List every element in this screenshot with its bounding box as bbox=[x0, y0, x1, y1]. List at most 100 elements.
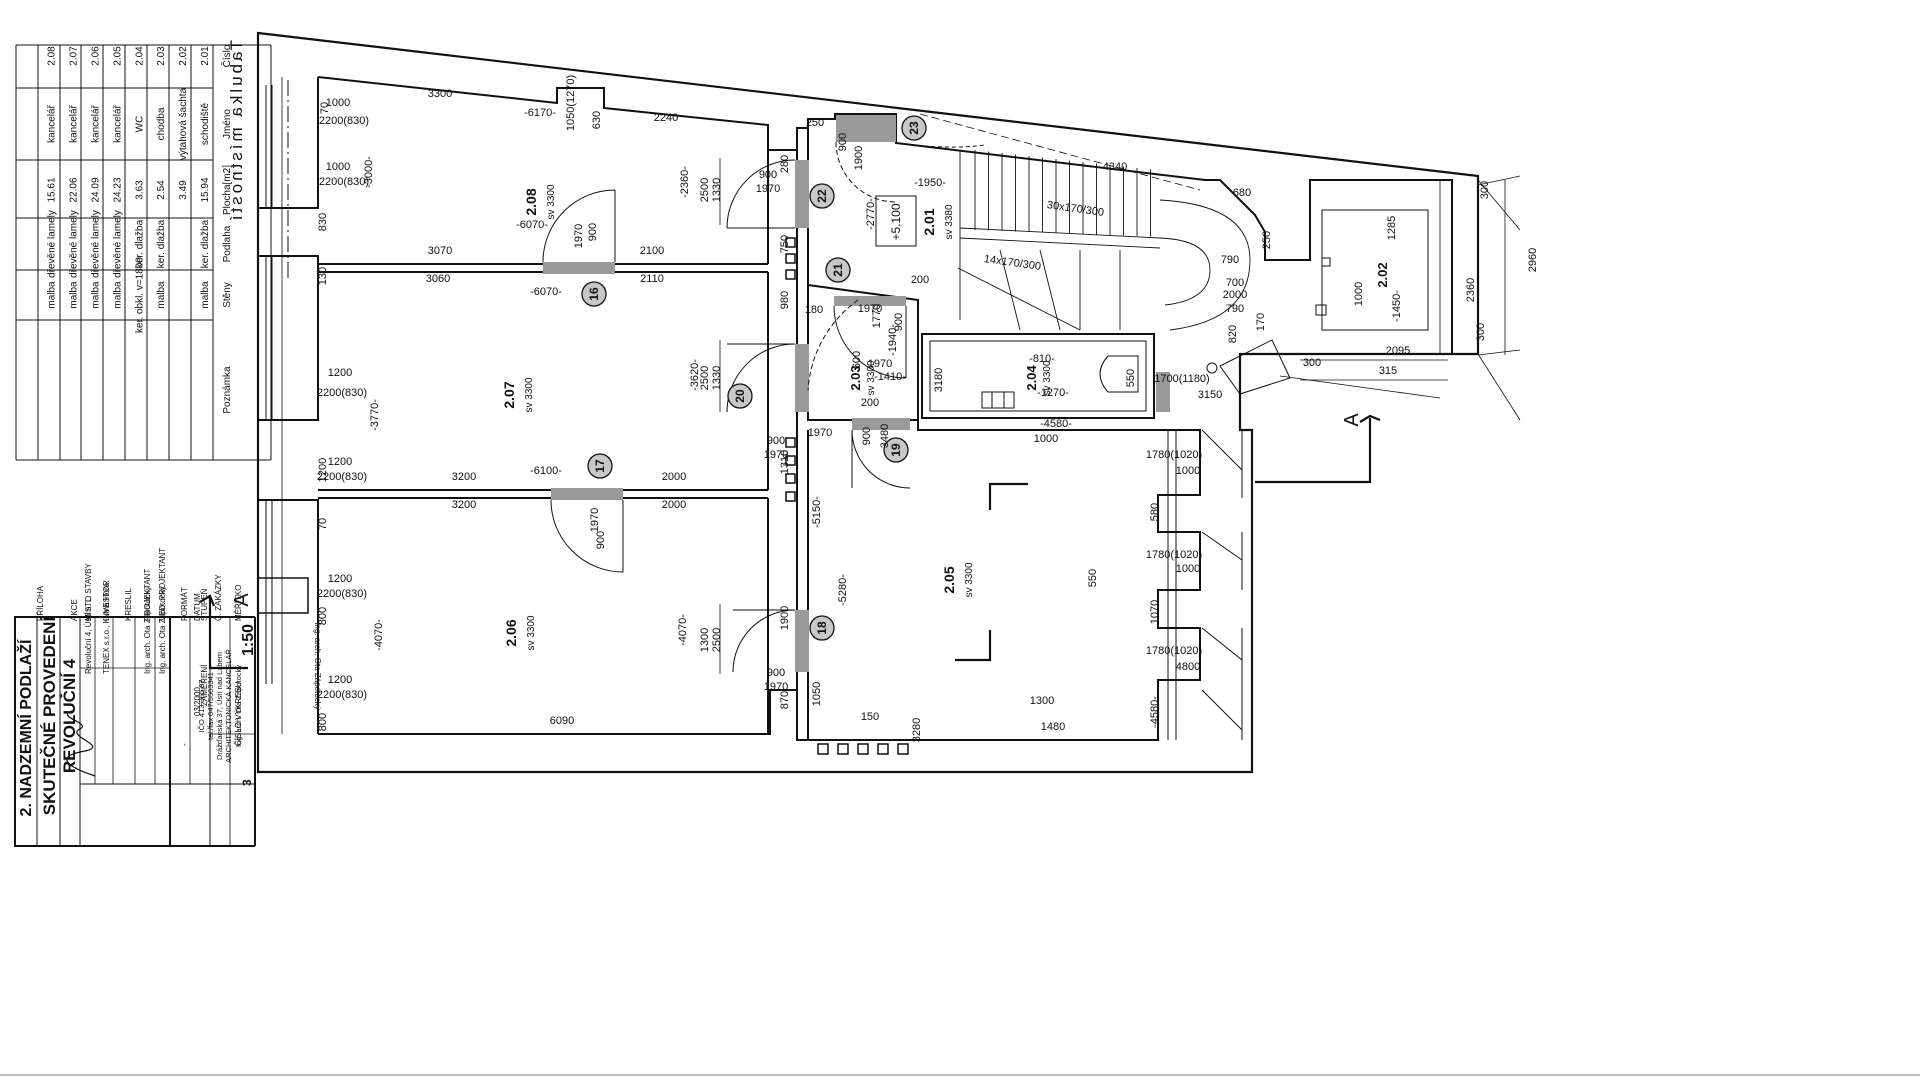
wc-inner bbox=[929, 340, 1147, 412]
level-marker: +5,100 bbox=[875, 195, 917, 247]
dimension-label: 1000 bbox=[1034, 433, 1058, 445]
dimension-label: 3200 bbox=[452, 471, 476, 483]
dimension-label: 2110 bbox=[640, 273, 664, 285]
wc-walls bbox=[921, 333, 1155, 419]
dimension-label: 2095 bbox=[1386, 345, 1410, 357]
room-number-2-05: 2.05 bbox=[941, 566, 957, 593]
room-table-cell: 2.54 bbox=[156, 180, 167, 200]
dimension-label: 200 bbox=[911, 274, 929, 286]
dimension-label: -5280- bbox=[837, 574, 849, 606]
room-schedule-table: Tabulka místností Číslo Jméno Plocha[m2]… bbox=[15, 40, 272, 461]
dimension-label: 1300 bbox=[1030, 695, 1054, 707]
dimension-label: -2360- bbox=[679, 166, 691, 198]
room-table-title: Tabulka místností bbox=[227, 40, 246, 223]
tb-format-value: - bbox=[180, 743, 189, 746]
room-table-cell: 2.03 bbox=[156, 46, 167, 66]
dimension-label: -1940- bbox=[887, 324, 899, 356]
dimension-label: 300 bbox=[1475, 323, 1487, 341]
tb-sheet-value: 3 bbox=[240, 779, 254, 786]
dimension-label: 1480 bbox=[1041, 721, 1065, 733]
dimension-label: 2200(830) bbox=[319, 115, 369, 127]
room-height-2-04: sv 3300 bbox=[1042, 360, 1053, 395]
door-tag-circle bbox=[825, 257, 851, 283]
dimension-label: 130 bbox=[317, 267, 329, 285]
th-area: Plocha[m2] bbox=[222, 165, 233, 215]
floor-plan bbox=[199, 31, 1521, 774]
door-tag-circle bbox=[581, 281, 607, 307]
room-table-cell: ker. dlažba bbox=[134, 219, 145, 268]
tb-label-attachment: PŘÍLOHA bbox=[36, 585, 45, 621]
dimension-label: 1780(1020) bbox=[1146, 645, 1202, 657]
inner-wall-south bbox=[318, 429, 1201, 741]
dimension-label: 4800 bbox=[1176, 661, 1200, 673]
tb-scale-label: MĚŘÍTKO bbox=[234, 585, 243, 621]
tb-office-tel: tel./fax 047/5503341 bbox=[206, 672, 215, 740]
title-block: VED. PROJEKTANT Ing. arch. Ota Zápotocký… bbox=[14, 548, 322, 847]
dimension-label: 2000 bbox=[662, 499, 686, 511]
tb-date-label: DATUM bbox=[193, 593, 202, 621]
room-table-cell: 3.63 bbox=[134, 180, 145, 200]
tb-sheet-label: ČÍSLO VÝKRESU bbox=[234, 681, 243, 746]
dimension-label: -4580- bbox=[1040, 418, 1072, 430]
tb-project: REVOLUČNÍ 4 bbox=[60, 658, 79, 773]
tb-label-lead: VED. PROJEKTANT bbox=[158, 548, 167, 621]
room-table-cell: 2.05 bbox=[112, 46, 123, 66]
tb-scale-value: 1:50 bbox=[240, 624, 257, 656]
dimension-label: 3180 bbox=[933, 368, 945, 392]
dimension-label: 790 bbox=[1221, 254, 1239, 266]
dimension-label: 250 bbox=[1261, 231, 1273, 249]
dimension-label: 1970 bbox=[764, 681, 788, 693]
door-leaves bbox=[543, 115, 1170, 672]
room-height-2-05: sv 3300 bbox=[964, 562, 975, 597]
room-table-cell: dřevěné lamely bbox=[47, 210, 58, 278]
room-table-cell: výtahová šachta bbox=[178, 87, 189, 160]
dimension-label: 6090 bbox=[550, 715, 574, 727]
room-table-cell: 24.23 bbox=[112, 177, 123, 202]
building-outline bbox=[256, 31, 1480, 774]
tb-stage-label: STUPEŇ bbox=[200, 588, 209, 621]
dimension-label: 900 bbox=[837, 133, 849, 151]
dimension-label: 630 bbox=[591, 111, 603, 129]
dimension-label: 900 bbox=[767, 435, 785, 447]
dimension-label: 680 bbox=[1233, 187, 1251, 199]
room-table-cell: 2.04 bbox=[134, 46, 145, 66]
room-table-cell: 24.09 bbox=[91, 177, 102, 202]
dimension-label: 2200(830) bbox=[317, 588, 367, 600]
dimension-label: 1000 bbox=[326, 161, 350, 173]
door-tag-label: 17 bbox=[593, 459, 607, 473]
room-table-cell: 22.06 bbox=[69, 177, 80, 202]
west-windows bbox=[257, 85, 309, 684]
dimension-label: 550 bbox=[1087, 569, 1099, 587]
tb-value-lead: Ing. arch. Ota Zápotocký bbox=[158, 586, 167, 674]
stair-label-second: 14x170/300 bbox=[983, 253, 1042, 273]
dimension-label: 900 bbox=[587, 223, 599, 241]
th-name: Jméno bbox=[222, 109, 233, 139]
door-tag-label: 21 bbox=[831, 263, 845, 277]
door-tag-label: 23 bbox=[907, 121, 921, 135]
dimension-label: 1900 bbox=[779, 606, 791, 630]
dimension-label: 3200 bbox=[452, 499, 476, 511]
door-tag-label: 20 bbox=[733, 389, 747, 403]
vent-squares bbox=[785, 237, 909, 755]
dimension-label: 820 bbox=[1227, 325, 1239, 343]
room-labels: 2.08 sv 3300 2.07 sv 3300 2.06 sv 3300 2… bbox=[501, 184, 1390, 650]
room-table-cell: 3.49 bbox=[178, 180, 189, 200]
section-line-a bbox=[199, 414, 1381, 670]
door-tag-circle bbox=[809, 183, 835, 209]
dimension-label: 2100 bbox=[640, 245, 664, 257]
room-table-cell: 2.02 bbox=[178, 46, 189, 66]
dimension-label: 900 bbox=[861, 427, 873, 445]
dimension-label: 800 bbox=[317, 607, 329, 625]
dimension-label: 315 bbox=[1379, 365, 1397, 377]
room-table-cell: schodiště bbox=[200, 102, 211, 145]
dimension-label: -6070- bbox=[516, 219, 548, 231]
room-number-2-02: 2.02 bbox=[1375, 262, 1390, 287]
section-labels: A A bbox=[231, 413, 1363, 607]
room-table-cell: dřevěné lamely bbox=[91, 210, 102, 278]
dimension-label: 1070 bbox=[1149, 600, 1161, 624]
dimension-label: 800 bbox=[317, 713, 329, 731]
dimension-label: 1970 bbox=[868, 358, 892, 370]
dimension-label: 3300 bbox=[428, 88, 452, 100]
tb-office-firm: ARCHITEKTONICKÁ KANCELÁŘ bbox=[224, 649, 233, 763]
